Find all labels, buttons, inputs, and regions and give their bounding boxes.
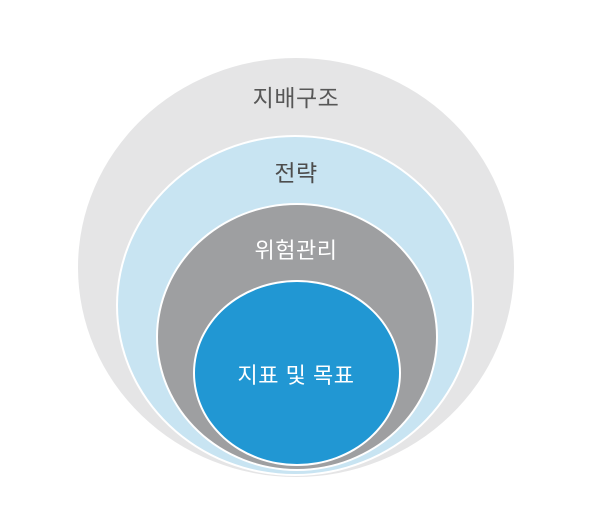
risk-management-label: 위험관리	[254, 238, 338, 263]
strategy-label: 전략	[274, 160, 318, 186]
governance-label: 지배구조	[252, 85, 340, 111]
metrics-and-targets-label: 지표 및 목표	[237, 363, 355, 388]
metrics-and-targets-circle	[193, 280, 401, 466]
